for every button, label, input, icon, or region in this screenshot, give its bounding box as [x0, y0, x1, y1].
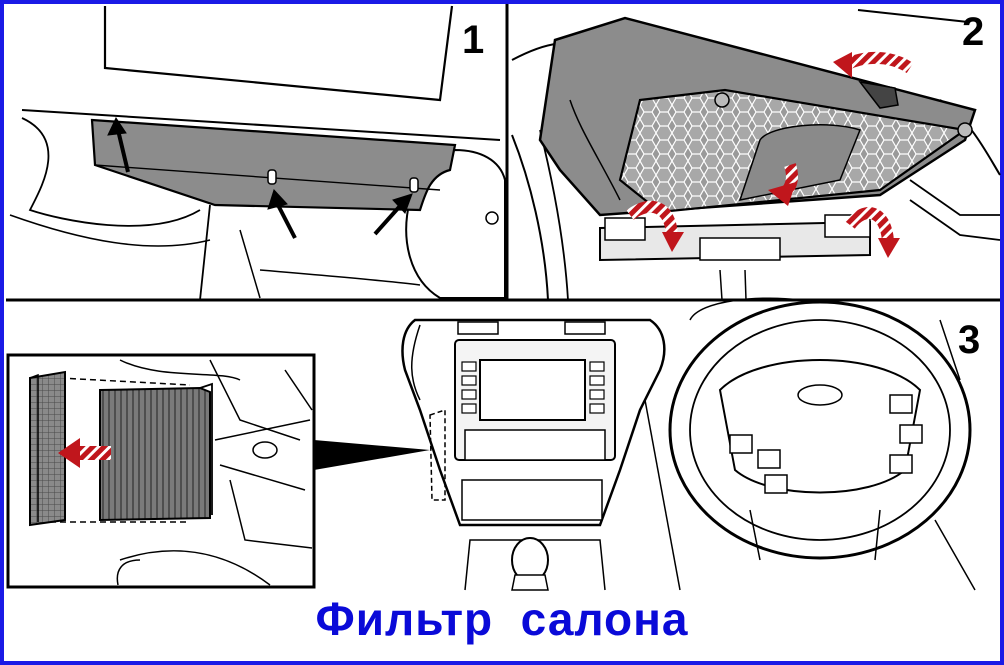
steering-wheel [644, 297, 976, 591]
cabin-filter-part [99, 386, 211, 522]
panel-1-illustration [9, 5, 506, 301]
panel-2-illustration [511, 9, 1001, 301]
red-rotate-arrow-icon [626, 51, 914, 258]
arrow-icon [107, 116, 413, 239]
panel-number-3: 3 [958, 318, 981, 362]
panel-number-2: 2 [962, 10, 985, 54]
panel-3-illustration [6, 297, 976, 591]
diagram-caption: Фильтр салона [315, 593, 689, 645]
panel-number-1: 1 [462, 18, 485, 62]
filter-cover-part [29, 370, 66, 527]
red-pull-arrow-icon [58, 438, 80, 468]
